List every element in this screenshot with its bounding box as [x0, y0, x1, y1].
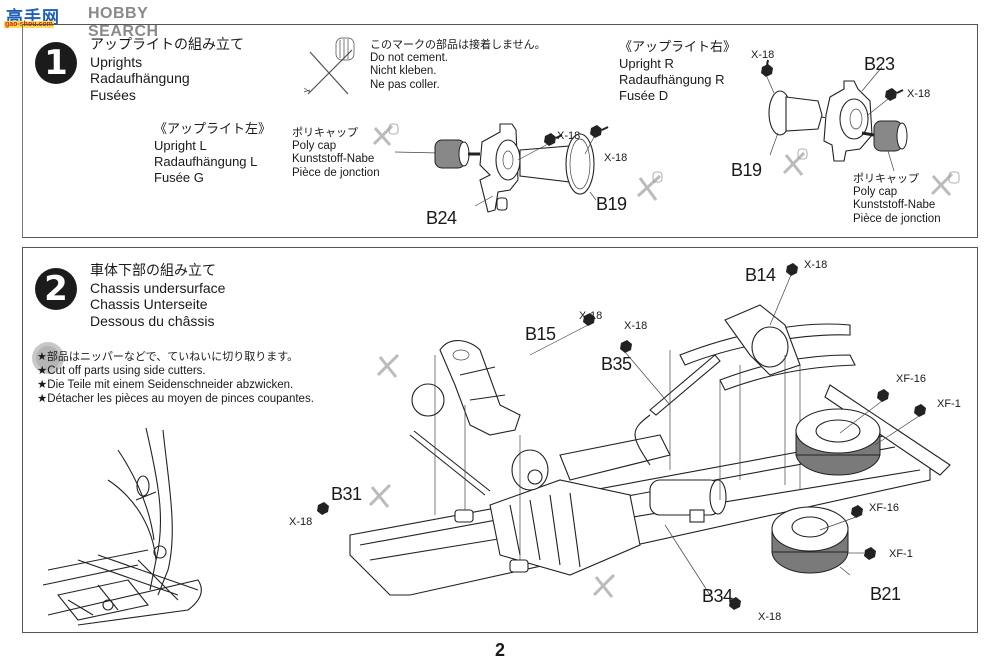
upright-right-en: Upright R — [619, 56, 674, 71]
step1-number-badge: 1 — [35, 42, 77, 84]
cut-note-de: ★Die Teile mit einem Seidenschneider abz… — [37, 379, 294, 391]
upright-left-de: Radaufhängung L — [154, 154, 258, 169]
part-label-b14: B14 — [745, 265, 776, 285]
part-label-b15: B15 — [525, 324, 556, 344]
top-rule — [22, 24, 978, 25]
starburst-icon — [32, 342, 64, 374]
no-cement-icon — [303, 37, 355, 95]
cut-note-en: ★Cut off parts using side cutters. — [37, 365, 206, 377]
no-cement-icon-small — [372, 123, 399, 146]
polycap-left-label: ポリキャップ Poly cap Kunststoff-Nabe Pièce de… — [292, 126, 380, 180]
polycap-right-label: ポリキャップ Poly cap Kunststoff-Nabe Pièce de… — [853, 172, 941, 226]
polycap-right-en: Poly cap — [853, 185, 898, 198]
upright-left-en: Upright L — [154, 138, 207, 153]
part-label-b19-left: B19 — [596, 194, 627, 214]
step1-title: アップライトの組み立て Uprights Radaufhängung Fusée… — [90, 37, 244, 103]
screw-label: X-18 — [557, 130, 581, 142]
step2-panel — [22, 247, 978, 633]
step2-title-en: Chassis undersurface — [90, 279, 226, 296]
cut-note-fr: ★Détacher les pièces au moyen de pinces … — [37, 393, 314, 405]
part-label-b21: B21 — [870, 584, 901, 604]
part-label-b34: B34 — [702, 586, 733, 606]
step2-title: 車体下部の組み立て Chassis undersurface Chassis U… — [90, 263, 225, 329]
part-label-b24: B24 — [426, 208, 457, 228]
step2-number-badge: 2 — [35, 268, 77, 310]
upright-right-fr: Fusée D — [619, 88, 669, 103]
upright-right-drawing — [761, 59, 908, 176]
upright-left-label: 《アップライト左》 Upright L Radaufhängung L Fusé… — [154, 122, 271, 186]
side-cutters-illustration — [42, 427, 202, 626]
upright-left-jp: 《アップライト左》 — [154, 122, 272, 137]
do-not-cement-de: Nicht kleben. — [370, 65, 437, 77]
polycap-left-de: Kunststoff-Nabe — [292, 153, 375, 165]
step1-title-en: Uprights — [90, 53, 143, 70]
part-label-b31: B31 — [331, 484, 362, 504]
upright-left-fr: Fusée G — [154, 170, 204, 185]
no-cement-icon-small — [930, 171, 960, 197]
screw-label: X-18 — [579, 310, 603, 322]
upright-right-de: Radaufhängung R — [619, 72, 725, 87]
screw-label: X-18 — [907, 88, 931, 100]
do-not-cement-jp: このマークの部品は接着しません。 — [370, 38, 546, 51]
polycap-right-fr: Pièce de jonction — [853, 212, 941, 225]
screw-label: XF-1 — [889, 548, 913, 560]
screw-label: XF-16 — [896, 373, 926, 385]
do-not-cement-fr: Ne pas coller. — [370, 78, 440, 91]
do-not-cement-en: Do not cement. — [370, 51, 448, 64]
step1-title-de: Radaufhängung — [90, 70, 190, 86]
chassis-assembly-drawing — [317, 263, 951, 610]
upright-left-drawing — [394, 123, 663, 213]
step1-title-fr: Fusées — [90, 86, 136, 103]
upright-right-label: 《アップライト右》 Upright R Radaufhängung R Fusé… — [619, 40, 736, 104]
polycap-right-de: Kunststoff-Nabe — [853, 199, 936, 211]
polycap-left-fr: Pièce de jonction — [292, 166, 380, 179]
cut-note: ★部品はニッパーなどで、ていねいに切り取ります。 ★Cut off parts … — [37, 350, 314, 406]
screw-label: XF-16 — [869, 502, 899, 514]
watermark: 高手网 HOBBY SEARCH gao-shou.com — [0, 0, 200, 40]
part-label-b19-right: B19 — [731, 160, 762, 180]
screw-label: X-18 — [758, 611, 782, 623]
screw-label: X-18 — [604, 152, 628, 164]
step1-title-jp: アップライトの組み立て — [90, 37, 244, 53]
part-label-b23: B23 — [864, 54, 895, 74]
step1-panel — [22, 24, 978, 238]
cut-note-jp: ★部品はニッパーなどで、ていねいに切り取ります。 — [37, 350, 299, 363]
screw-label: X-18 — [289, 516, 313, 528]
step2-title-fr: Dessous du châssis — [90, 312, 215, 329]
polycap-left-en: Poly cap — [292, 139, 337, 152]
step2-title-de: Chassis Unterseite — [90, 296, 208, 312]
polycap-left-jp: ポリキャップ — [292, 126, 358, 139]
screw-label: X-18 — [804, 259, 828, 271]
screw-label: XF-1 — [937, 398, 961, 410]
screw-label: X-18 — [624, 320, 648, 332]
part-label-b35: B35 — [601, 354, 632, 374]
upright-right-jp: 《アップライト右》 — [619, 40, 737, 55]
do-not-cement-note: このマークの部品は接着しません。 Do not cement. Nicht kl… — [370, 38, 546, 92]
screw-label: X-18 — [751, 49, 775, 61]
polycap-right-jp: ポリキャップ — [853, 172, 919, 185]
page-number: 2 — [494, 640, 505, 660]
watermark-text: HOBBY SEARCH — [88, 5, 159, 40]
step2-title-jp: 車体下部の組み立て — [90, 263, 216, 279]
